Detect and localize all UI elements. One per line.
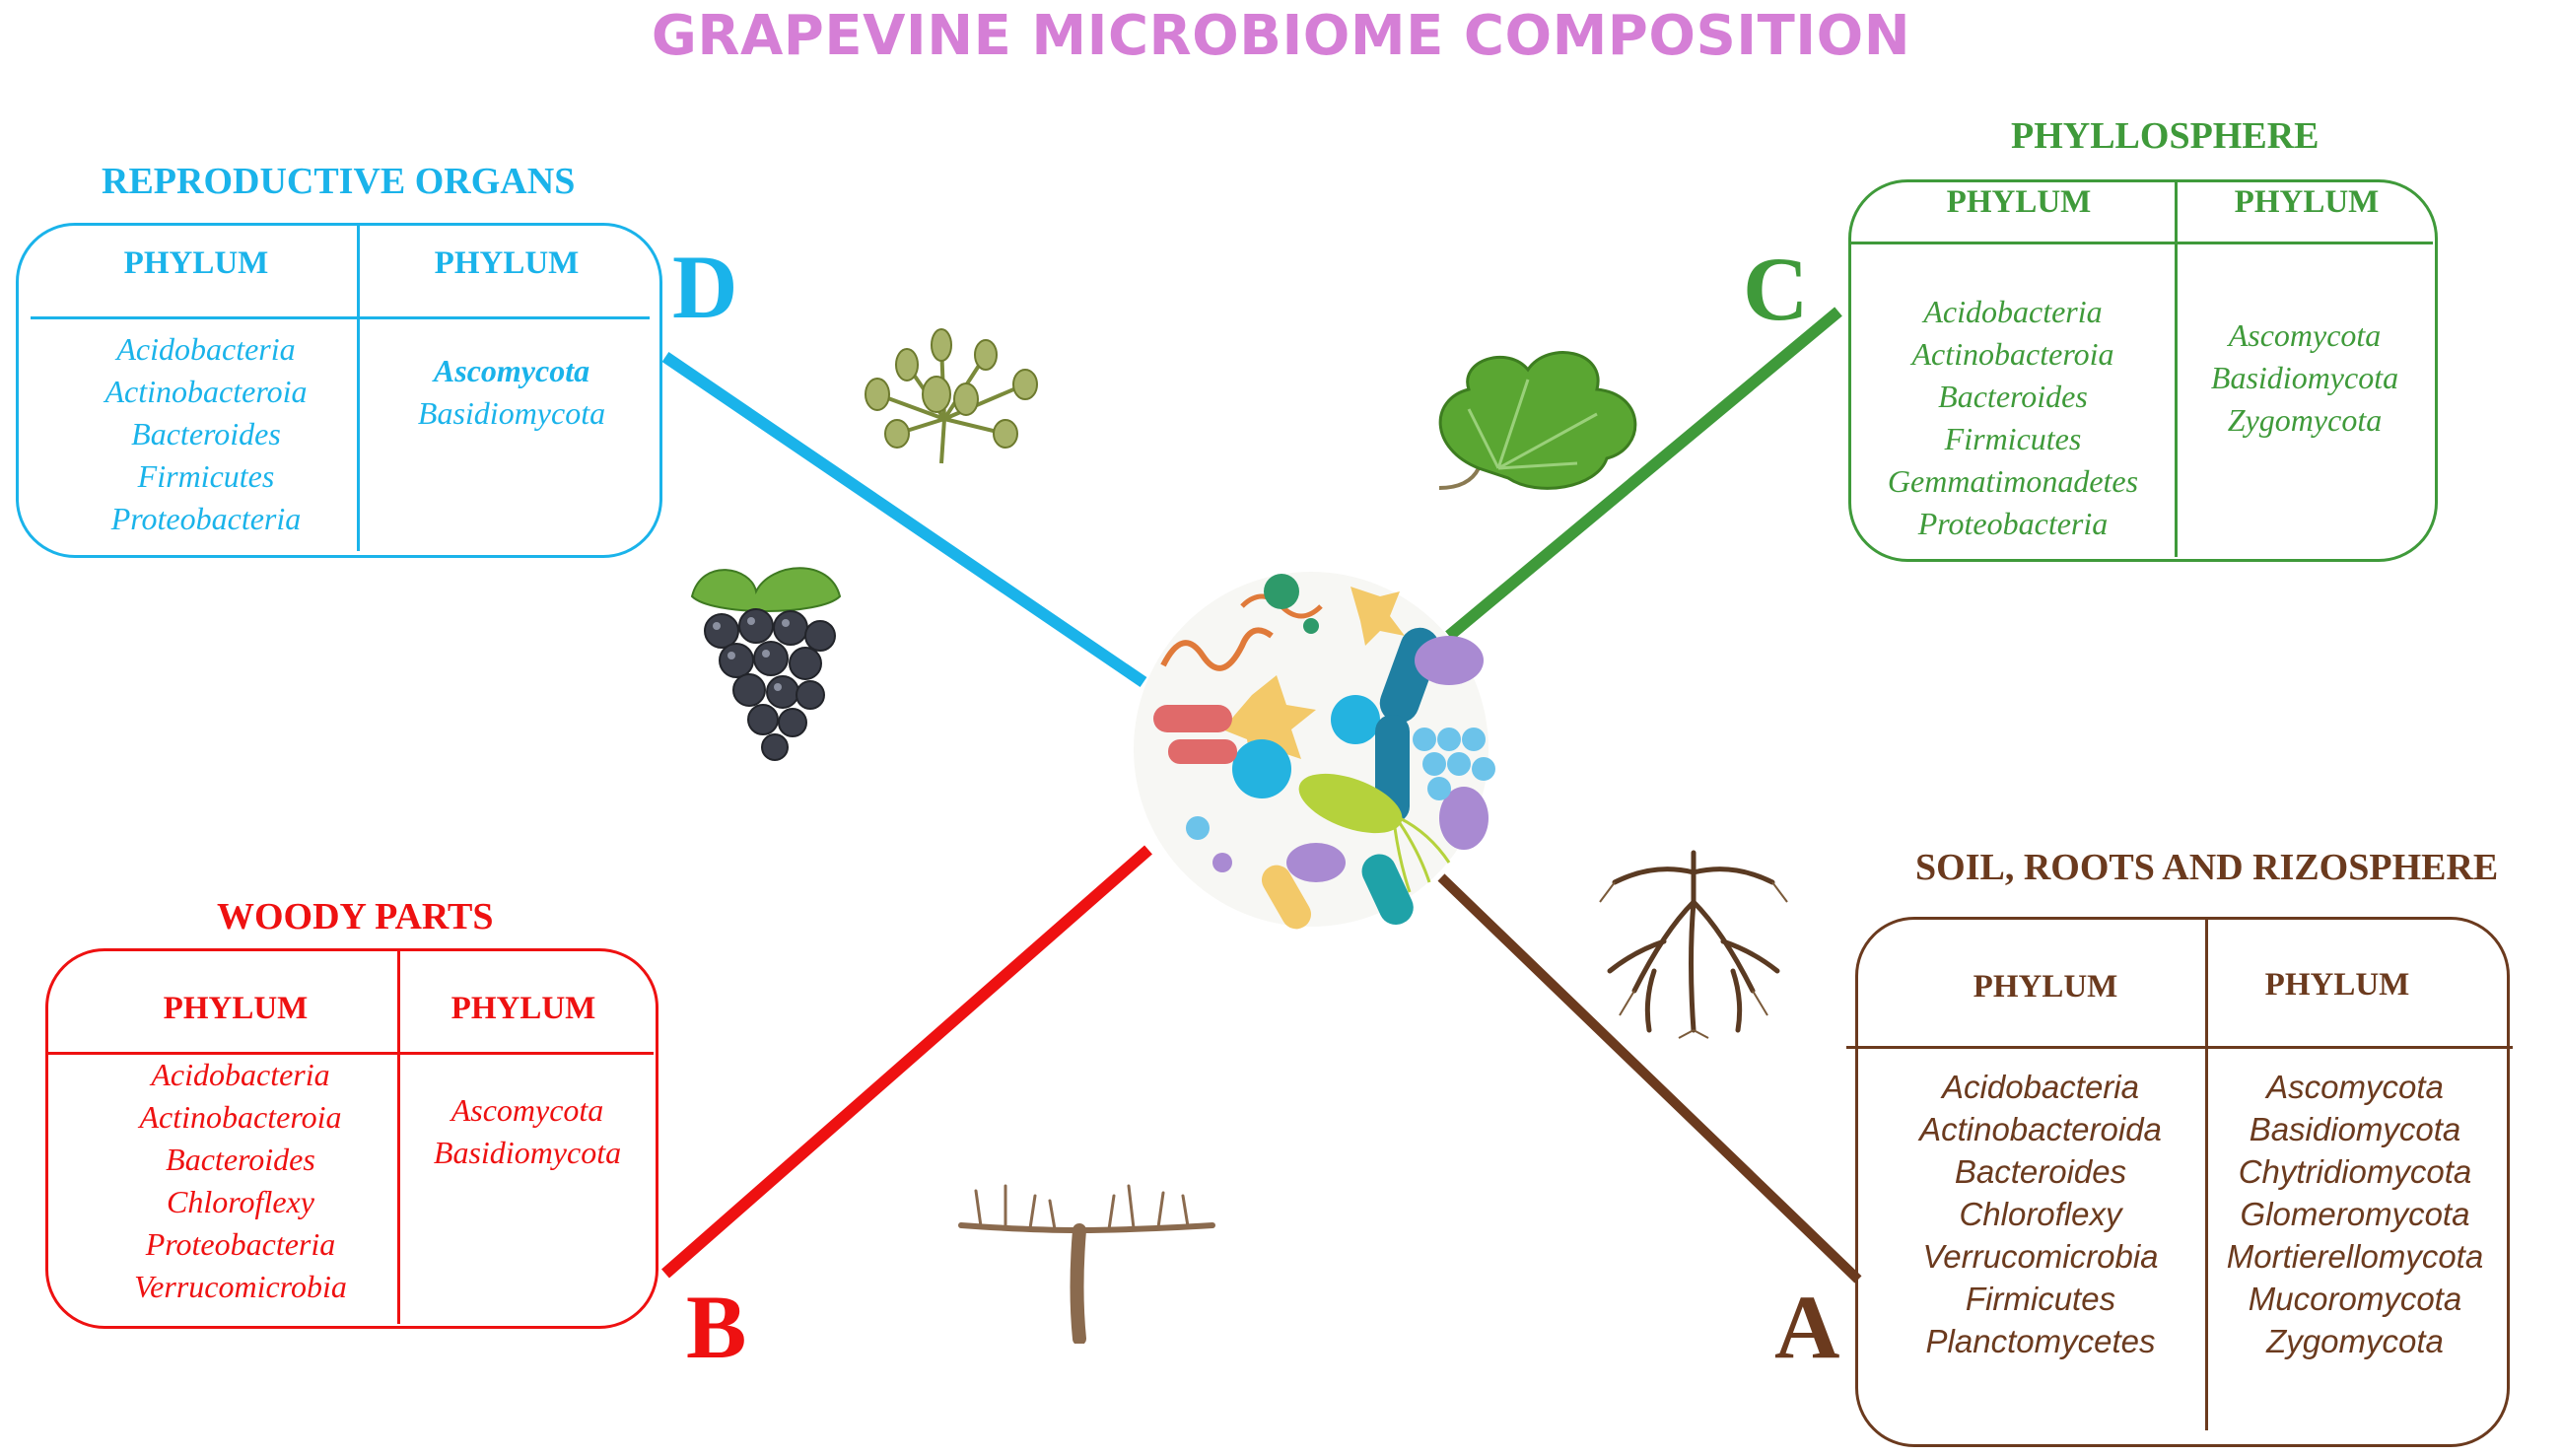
- soil-table: PHYLUM PHYLUM Acidobacteria Actinobacter…: [1846, 917, 2513, 1447]
- phylum-item: Acidobacteria: [1942, 1069, 2139, 1105]
- phylum-item: Proteobacteria: [145, 1226, 336, 1262]
- phylum-item: Glomeromycota: [2240, 1196, 2470, 1232]
- phylum-item: Acidobacteria: [151, 1057, 330, 1092]
- bacteria-list: Acidobacteria Actinobacteroia Bacteroide…: [1851, 291, 2175, 545]
- grape-leaf-icon: [1438, 351, 1637, 490]
- column-header: PHYLUM: [123, 245, 269, 281]
- reproductive-title: REPRODUCTIVE ORGANS: [102, 161, 576, 202]
- column-header: PHYLUM: [163, 991, 309, 1026]
- flower-cluster-icon: [865, 328, 1038, 464]
- phylum-item: Ascomycota: [450, 1092, 604, 1128]
- reproductive-table: PHYLUM PHYLUM Acidobacteria Actinobacter…: [16, 223, 662, 558]
- grape-bunch-icon: [690, 567, 842, 761]
- letter-b: B: [686, 1277, 747, 1377]
- phylum-item: Chloroflexy: [1959, 1196, 2122, 1232]
- table-divider: [48, 1052, 654, 1055]
- phylum-item: Proteobacteria: [110, 501, 302, 536]
- phylum-item: Firmicutes: [1944, 421, 2082, 456]
- column-header: PHYLUM: [1946, 184, 2092, 220]
- table-divider: [2175, 182, 2178, 557]
- phylum-item: Chloroflexy: [167, 1184, 314, 1219]
- phylum-item: Zygomycota: [2227, 402, 2383, 438]
- phylum-item: Firmicutes: [1965, 1281, 2116, 1317]
- soil-title: SOIL, ROOTS AND RIZOSPHERE: [1915, 847, 2499, 888]
- table-divider: [2205, 920, 2208, 1430]
- phylum-item: Ascomycota: [2228, 317, 2382, 353]
- table-divider: [1851, 242, 2433, 244]
- phylum-item: Basidiomycota: [433, 1135, 622, 1170]
- bacteria-list: Acidobacteria Actinobacteroia Bacteroide…: [88, 1054, 393, 1308]
- letter-c: C: [1743, 239, 1809, 339]
- phylum-item: Ascomycota: [2266, 1069, 2444, 1105]
- phylum-item: Proteobacteria: [1917, 506, 2109, 541]
- roots-icon: [1599, 850, 1788, 1039]
- connector-line-d: [661, 352, 1147, 687]
- letter-a: A: [1774, 1277, 1840, 1377]
- column-header: PHYLUM: [434, 245, 580, 281]
- phylum-item: Firmicutes: [137, 458, 275, 494]
- table-divider: [357, 226, 360, 551]
- phylum-item: Basidiomycota: [2210, 360, 2399, 395]
- phylum-item: Ascomycota: [433, 353, 590, 388]
- vine-trunk-icon: [958, 1184, 1215, 1344]
- phylum-item: Bacteroides: [131, 416, 281, 451]
- table-divider: [1846, 1046, 2513, 1049]
- connector-line-b: [661, 845, 1152, 1279]
- page-title: GRAPEVINE MICROBIOME COMPOSITION: [651, 4, 1911, 68]
- phylum-item: Actinobacteroida: [1919, 1111, 2162, 1147]
- connector-line-a: [1437, 873, 1862, 1283]
- phylum-item: Gemmatimonadetes: [1887, 463, 2139, 499]
- phylum-item: Actinobacteroia: [139, 1099, 342, 1135]
- phylum-item: Acidobacteria: [1923, 294, 2103, 329]
- fungi-list: Ascomycota Basidiomycota Zygomycota: [2177, 314, 2433, 442]
- phylum-item: Actinobacteroia: [104, 374, 308, 409]
- phylum-item: Verrucomicrobia: [134, 1269, 347, 1304]
- phylum-item: Actinobacteroia: [1911, 336, 2114, 372]
- phylum-item: Zygomycota: [2266, 1323, 2444, 1359]
- woody-table: PHYLUM PHYLUM Acidobacteria Actinobacter…: [45, 948, 658, 1329]
- bacteria-list: Acidobacteria Actinobacteroida Bacteroid…: [1878, 1066, 2203, 1362]
- table-divider: [397, 951, 400, 1324]
- phylum-item: Acidobacteria: [116, 331, 296, 367]
- fungi-list: Ascomycota Basidiomycota: [364, 350, 659, 435]
- phylum-item: Bacteroides: [166, 1142, 315, 1177]
- fungi-list: Ascomycota Basidiomycota Chytridiomycota…: [2207, 1066, 2503, 1362]
- table-divider: [31, 316, 650, 319]
- phylum-item: Planctomycetes: [1925, 1323, 2156, 1359]
- column-header: PHYLUM: [2264, 967, 2410, 1003]
- phylum-item: Bacteroides: [1954, 1153, 2127, 1190]
- phylum-item: Verrucomicrobia: [1922, 1238, 2159, 1275]
- letter-d: D: [672, 237, 738, 337]
- connector-line-c: [1445, 307, 1842, 641]
- phylum-item: Bacteroides: [1938, 379, 2088, 414]
- phylum-item: Chytridiomycota: [2238, 1153, 2472, 1190]
- column-header: PHYLUM: [450, 991, 596, 1026]
- column-header: PHYLUM: [2234, 184, 2380, 220]
- phylum-item: Mortierellomycota: [2226, 1238, 2484, 1275]
- woody-title: WOODY PARTS: [217, 896, 494, 937]
- phyllosphere-table: PHYLUM PHYLUM Acidobacteria Actinobacter…: [1848, 179, 2438, 562]
- microbes-icon: [1134, 572, 1495, 930]
- fungi-list: Ascomycota Basidiomycota: [399, 1089, 656, 1174]
- phylum-item: Basidiomycota: [2249, 1111, 2461, 1147]
- bacteria-list: Acidobacteria Actinobacteroia Bacteroide…: [58, 328, 354, 540]
- column-header: PHYLUM: [1973, 969, 2118, 1005]
- phylum-item: Basidiomycota: [417, 395, 606, 431]
- phylum-item: Mucoromycota: [2248, 1281, 2462, 1317]
- phyllosphere-title: PHYLLOSPHERE: [2011, 115, 2320, 157]
